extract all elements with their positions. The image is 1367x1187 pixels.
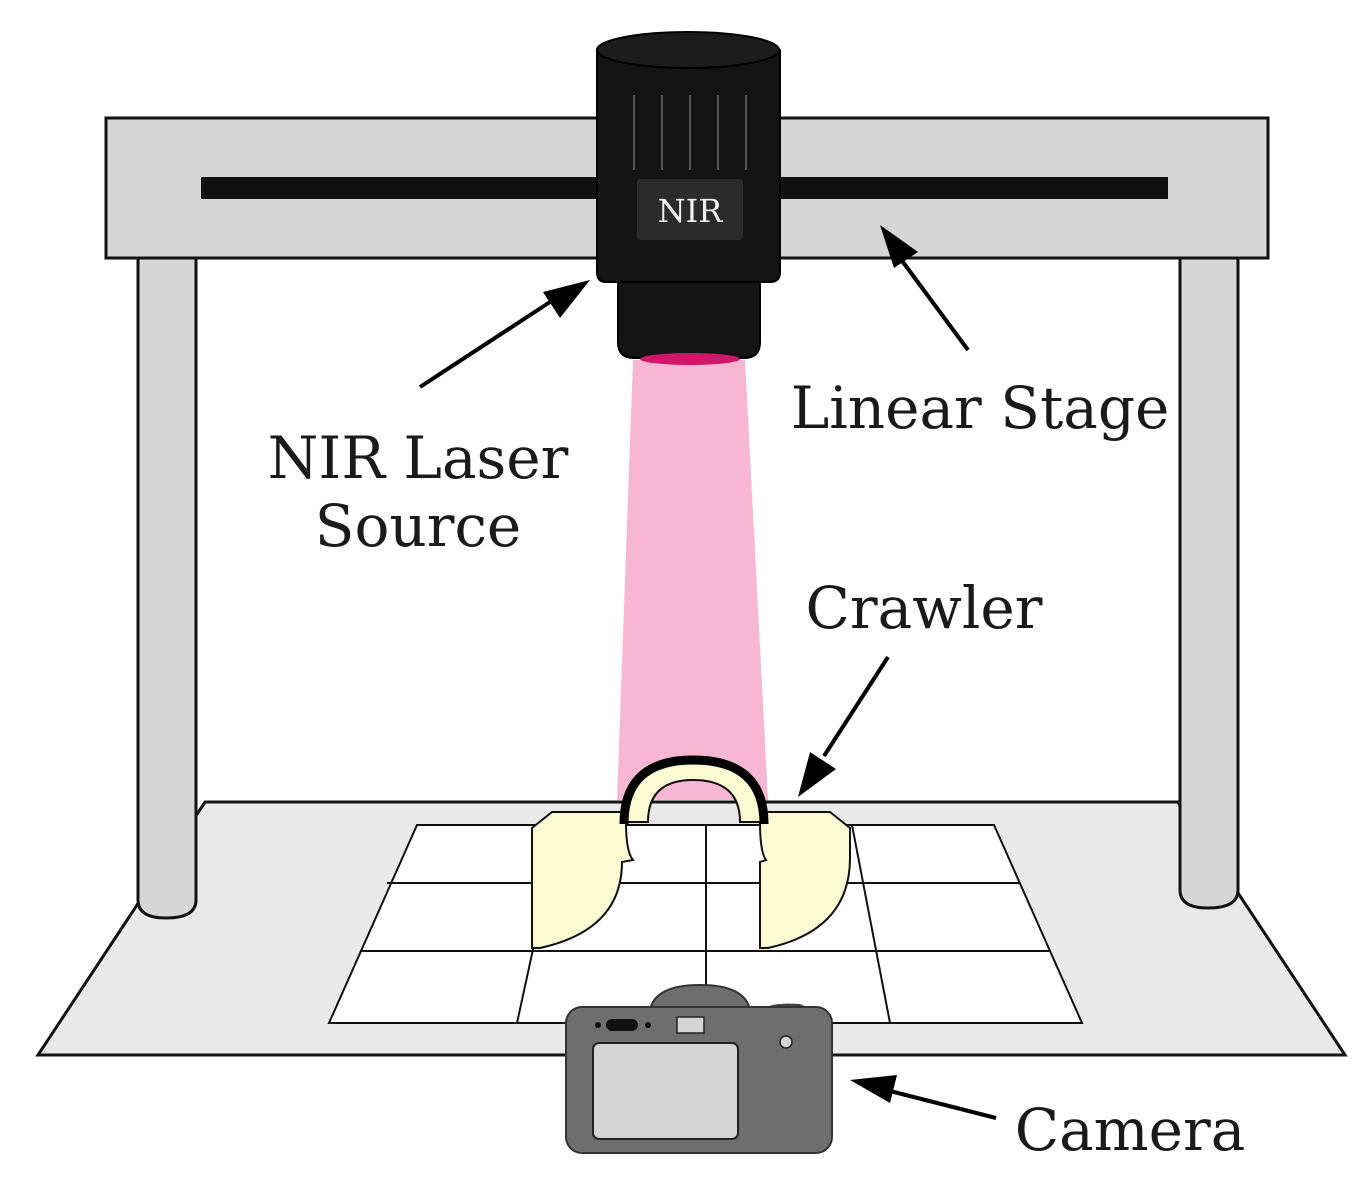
camera: [565, 983, 833, 1154]
nir-laser-source: NIR: [596, 31, 781, 365]
arrow-laser-source: [543, 280, 590, 318]
arrow-linear-stage: [880, 225, 918, 268]
nir-label: NIR: [658, 192, 724, 230]
annotation-arrows: [418, 225, 997, 1120]
label-laser-source-line2: Source: [315, 492, 522, 560]
crawler: [531, 755, 851, 949]
label-crawler: Crawler: [806, 574, 1043, 642]
arrow-crawler: [798, 752, 836, 797]
label-laser-source-line1: NIR Laser: [268, 424, 569, 492]
arrow-camera: [850, 1075, 897, 1103]
label-linear-stage: Linear Stage: [791, 374, 1170, 442]
laser-beam: [617, 360, 768, 800]
label-camera: Camera: [1015, 1096, 1246, 1164]
frame-legs: [136, 256, 1240, 920]
laser-lens: [640, 353, 740, 365]
